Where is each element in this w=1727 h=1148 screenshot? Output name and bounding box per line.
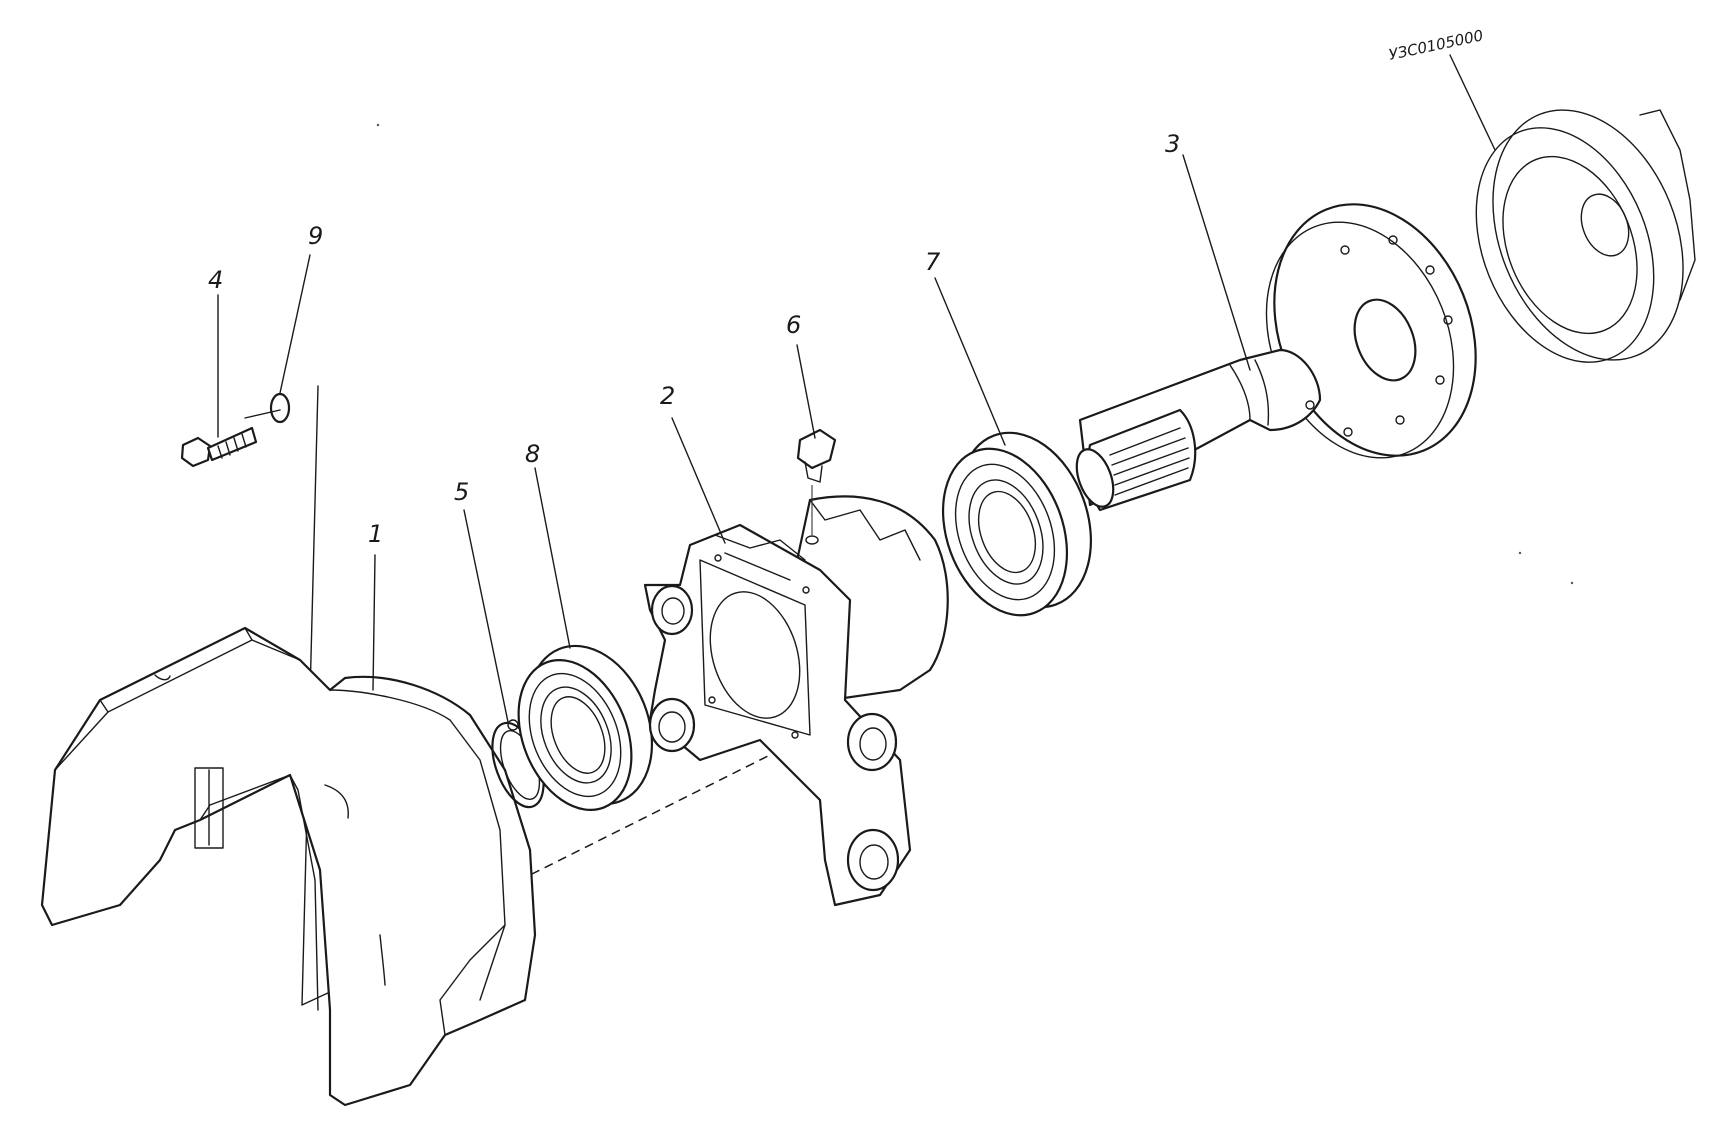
part-8-bearing <box>517 644 654 811</box>
part-3-flanged-shaft <box>1075 203 1477 512</box>
scan-specks <box>376 123 1574 585</box>
callout-2: 2 <box>660 382 675 410</box>
assembly-centerline <box>244 385 801 1006</box>
callout-9: 9 <box>308 222 323 250</box>
leader-lines <box>217 54 1496 723</box>
callout-3: 3 <box>1165 130 1180 158</box>
cover-plate <box>1475 109 1696 363</box>
part-2-bracket-housing <box>643 495 949 907</box>
drawing-code-label: УЗС0105000 <box>1387 26 1485 64</box>
callout-7: 7 <box>925 248 941 276</box>
callout-1: 1 <box>368 520 383 548</box>
part-1-guard-cover <box>40 626 537 1107</box>
callout-5: 5 <box>454 478 469 506</box>
part-6-grease-fitting <box>796 428 837 535</box>
part-4-bolt <box>180 426 258 468</box>
callout-6: 6 <box>786 311 801 339</box>
callout-4: 4 <box>208 266 223 294</box>
callout-8: 8 <box>525 440 540 468</box>
part-7-bearing <box>941 431 1092 617</box>
part-9-washer <box>269 392 291 424</box>
